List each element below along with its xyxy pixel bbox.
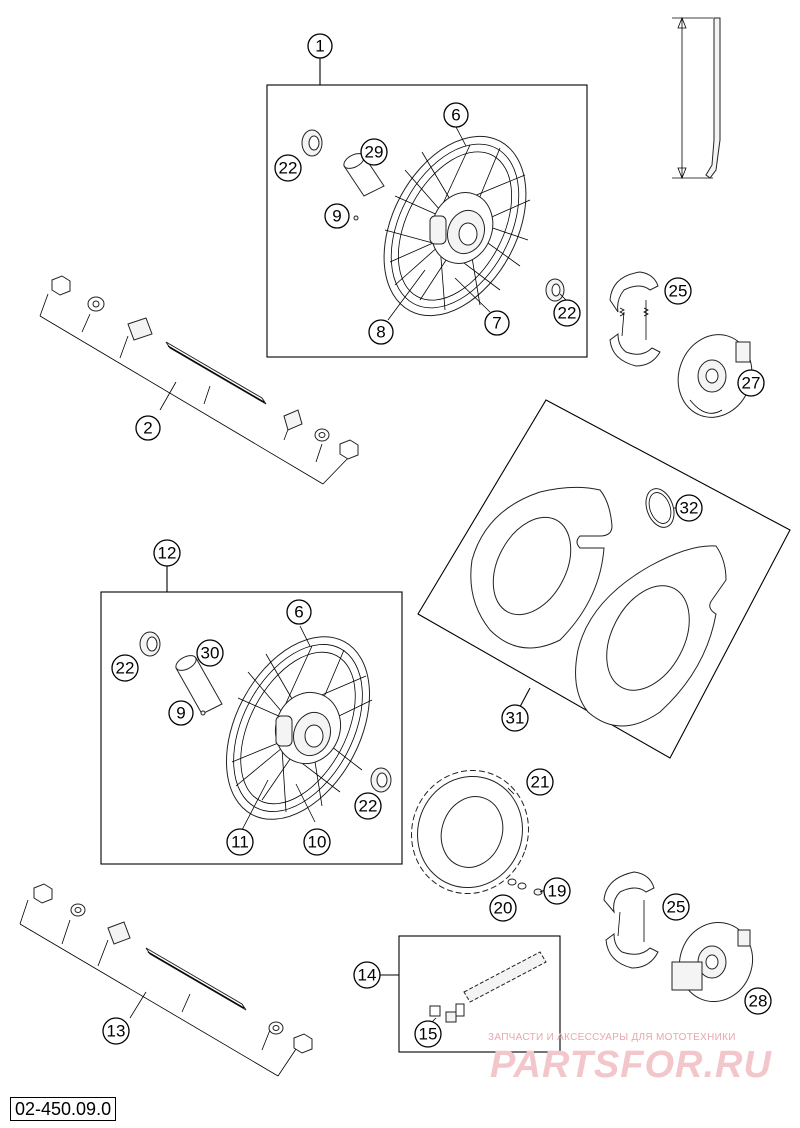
gasket-right [575,545,727,727]
rear-wheel-assembly [100,565,403,865]
circlip [645,488,675,528]
rear-small-screw [200,710,206,716]
rear-bearing-upper [139,631,161,657]
callout-32: 32 [675,494,703,522]
callout-22: 22 [111,654,139,682]
callout-14: 14 [353,961,381,989]
callout-20: 20 [489,894,517,922]
callout-29: 29 [360,138,388,166]
callout-30: 30 [196,639,224,667]
front-wheel-assembly [266,58,588,358]
chain-master-link [429,1003,465,1023]
callout-12: 12 [153,539,181,567]
svg-text:31: 31 [506,709,525,728]
svg-text:15: 15 [419,1025,438,1044]
svg-text:2: 2 [143,419,152,438]
callout-1: 1 [307,33,333,59]
svg-text:6: 6 [451,106,460,125]
callout-9: 9 [324,203,350,229]
brake-shoes-front [609,271,661,367]
svg-text:29: 29 [365,143,384,162]
callout-10: 10 [303,828,331,856]
callout-31: 31 [501,704,529,732]
brake-plate-rear [671,921,753,1003]
svg-text:20: 20 [494,899,513,918]
svg-text:22: 22 [359,797,378,816]
svg-text:22: 22 [279,159,298,178]
callout-6: 6 [443,102,469,128]
front-bearing-upper [301,129,323,157]
spoke-tool [672,16,721,180]
callout-25: 25 [664,277,692,305]
svg-text:28: 28 [749,992,768,1011]
callout-6: 6 [286,599,312,625]
rear-axle-kit [19,883,313,1077]
svg-text:11: 11 [231,833,249,852]
callout-22: 22 [274,154,302,182]
rear-spacer [175,655,223,715]
svg-text:27: 27 [742,374,761,393]
brake-shoes-rear [603,871,659,969]
callout-27: 27 [737,369,765,397]
diagram-part-number: 02-450.09.0 [10,1097,117,1121]
svg-text:30: 30 [201,644,220,663]
svg-text:7: 7 [492,314,501,333]
watermark-logo: PARTSFOR.RU [490,1044,772,1086]
callout-8: 8 [368,319,394,345]
front-small-screw [353,215,359,221]
gasket-left [470,486,613,649]
rear-bearing-lower [370,767,392,793]
callout-22: 22 [553,299,581,327]
front-axle-kit [39,275,359,485]
svg-text:32: 32 [680,499,699,518]
svg-text:13: 13 [107,1022,126,1041]
callout-19: 19 [543,877,571,905]
callout-15: 15 [414,1020,442,1048]
callout-28: 28 [744,987,772,1015]
chain-kit [380,935,561,1053]
svg-text:22: 22 [558,304,577,323]
svg-text:19: 19 [548,882,567,901]
callout-22: 22 [354,792,382,820]
sprocket-nuts [507,878,527,890]
sprocket [411,769,529,895]
callout-25: 25 [662,893,690,921]
watermark-tagline: ЗАПЧАСТИ И АКСЕССУАРЫ ДЛЯ МОТОТЕХНИКИ [488,1032,736,1043]
callout-2: 2 [135,415,161,441]
svg-text:25: 25 [667,898,686,917]
callout-21: 21 [526,768,554,796]
svg-text:14: 14 [358,966,377,985]
svg-text:1: 1 [315,37,324,56]
rear-wheel-hub [275,691,341,765]
svg-text:8: 8 [376,323,385,342]
svg-text:9: 9 [332,207,341,226]
svg-text:21: 21 [531,773,550,792]
svg-text:6: 6 [294,603,303,622]
front-wheel-hub [429,192,494,264]
front-spacer [343,153,385,197]
svg-text:9: 9 [176,704,185,723]
callout-9: 9 [168,700,194,726]
svg-text:22: 22 [116,659,135,678]
callout-11: 11 [226,828,254,856]
svg-text:10: 10 [308,833,327,852]
callout-7: 7 [484,310,510,336]
svg-text:12: 12 [158,544,177,563]
svg-text:25: 25 [669,282,688,301]
front-bearing-lower [545,278,565,302]
gasket-set [417,399,791,759]
callout-13: 13 [102,1017,130,1045]
